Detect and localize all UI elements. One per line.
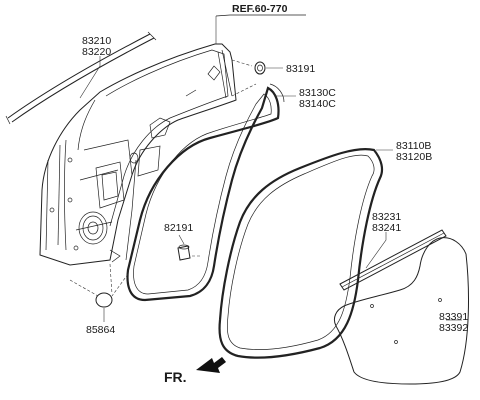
part-label-83210: 83210 — [82, 35, 111, 47]
belt-weatherstrip — [5, 31, 157, 125]
front-label: FR. — [164, 369, 187, 385]
part-label-83110B: 83110B — [396, 140, 431, 152]
part-label-83191: 83191 — [286, 63, 315, 75]
part-label-83120B: 83120B — [396, 151, 432, 163]
plug-83191 — [254, 61, 266, 75]
body-side-weatherstrip — [218, 148, 384, 359]
part-label-83220: 83220 — [82, 46, 111, 58]
door-panel — [39, 43, 237, 266]
seal-strip-83231 — [339, 229, 447, 291]
clip-82191 — [177, 244, 191, 261]
waterproof-film-83391 — [333, 237, 469, 385]
part-label-83392: 83392 — [439, 322, 468, 334]
part-label-82191: 82191 — [164, 222, 193, 234]
door-side-weatherstrip — [125, 83, 285, 302]
part-label-83130C: 83130C — [299, 87, 336, 99]
front-direction-arrow — [196, 357, 226, 373]
reference-label[interactable]: REF.60-770 — [232, 3, 288, 15]
part-label-85864: 85864 — [86, 324, 115, 336]
part-label-83391: 83391 — [439, 311, 468, 323]
leader-lines — [69, 16, 462, 322]
part-label-83231: 83231 — [372, 211, 401, 223]
hole-cover-85864 — [95, 292, 113, 308]
part-label-83140C: 83140C — [299, 98, 336, 110]
part-label-83241: 83241 — [372, 222, 401, 234]
